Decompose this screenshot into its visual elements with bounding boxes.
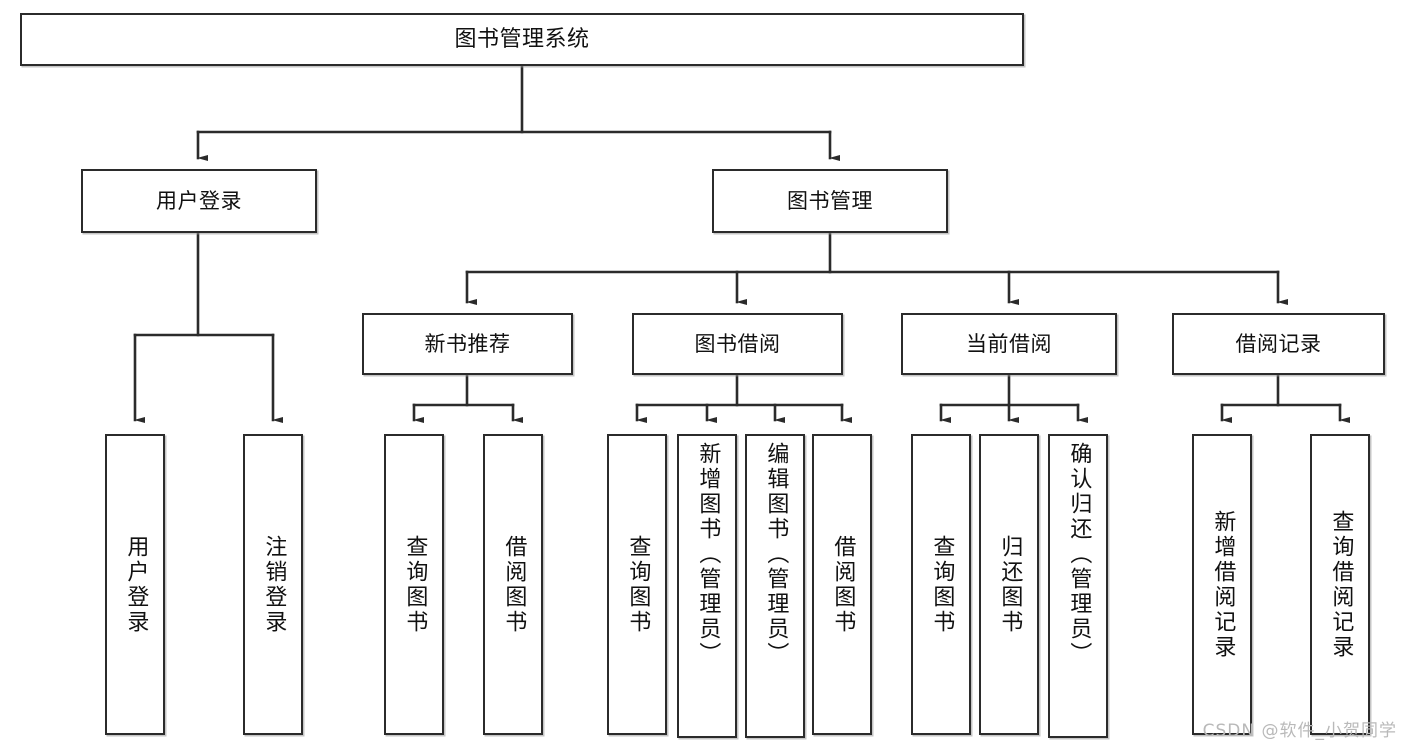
leaf-borrow-book-new-rec-label: 借阅图书 — [501, 534, 527, 635]
node-user-login-label: 用户登录 — [156, 188, 242, 213]
leaf-query-book-current-label: 查询图书 — [929, 534, 955, 635]
leaf-return-book[interactable]: 归还图书 — [979, 434, 1039, 735]
node-new-book-recommendation-label: 新书推荐 — [424, 331, 511, 356]
node-root-book-management-system[interactable]: 图书管理系统 — [20, 13, 1024, 66]
leaf-user-login-label: 用户登录 — [123, 534, 149, 635]
node-book-manage-label: 图书管理 — [787, 188, 873, 213]
node-book-manage[interactable]: 图书管理 — [712, 169, 948, 233]
leaf-query-borrow-record-label: 查询借阅记录 — [1328, 509, 1354, 660]
leaf-borrow-book-borrow-label: 借阅图书 — [830, 534, 856, 635]
node-book-borrow-label: 图书借阅 — [694, 331, 781, 356]
node-borrow-record-label: 借阅记录 — [1235, 331, 1322, 356]
node-root-label: 图书管理系统 — [454, 26, 590, 52]
leaf-edit-book-admin-label: 编辑图书（管理员） — [763, 442, 789, 667]
leaf-edit-book-admin[interactable]: 编辑图书（管理员） — [745, 434, 805, 738]
leaf-query-book-borrow[interactable]: 查询图书 — [607, 434, 667, 735]
leaf-logout-label: 注销登录 — [261, 534, 287, 635]
leaf-query-borrow-record[interactable]: 查询借阅记录 — [1310, 434, 1370, 735]
node-new-book-recommendation[interactable]: 新书推荐 — [362, 313, 573, 375]
leaf-add-book-admin[interactable]: 新增图书（管理员） — [677, 434, 737, 738]
leaf-confirm-return-admin-label: 确认归还（管理员） — [1066, 442, 1092, 667]
leaf-borrow-book-borrow[interactable]: 借阅图书 — [812, 434, 872, 735]
leaf-borrow-book-new-rec[interactable]: 借阅图书 — [483, 434, 543, 735]
leaf-query-book-current[interactable]: 查询图书 — [911, 434, 971, 735]
leaf-query-book-borrow-label: 查询图书 — [625, 534, 651, 635]
leaf-add-borrow-record-label: 新增借阅记录 — [1210, 509, 1236, 660]
node-book-borrow[interactable]: 图书借阅 — [632, 313, 843, 375]
leaf-query-book-new-rec-label: 查询图书 — [402, 534, 428, 635]
leaf-confirm-return-admin[interactable]: 确认归还（管理员） — [1048, 434, 1108, 738]
node-current-borrow[interactable]: 当前借阅 — [901, 313, 1117, 375]
node-current-borrow-label: 当前借阅 — [966, 331, 1052, 356]
leaf-add-book-admin-label: 新增图书（管理员） — [695, 442, 721, 667]
node-borrow-record[interactable]: 借阅记录 — [1172, 313, 1385, 375]
node-user-login[interactable]: 用户登录 — [81, 169, 317, 233]
leaf-logout[interactable]: 注销登录 — [243, 434, 303, 735]
leaf-add-borrow-record[interactable]: 新增借阅记录 — [1192, 434, 1252, 735]
leaf-user-login[interactable]: 用户登录 — [105, 434, 165, 735]
csdn-watermark: CSDN @软件_小贺同学 — [1202, 721, 1397, 741]
leaf-return-book-label: 归还图书 — [997, 534, 1023, 635]
leaf-query-book-new-rec[interactable]: 查询图书 — [384, 434, 444, 735]
